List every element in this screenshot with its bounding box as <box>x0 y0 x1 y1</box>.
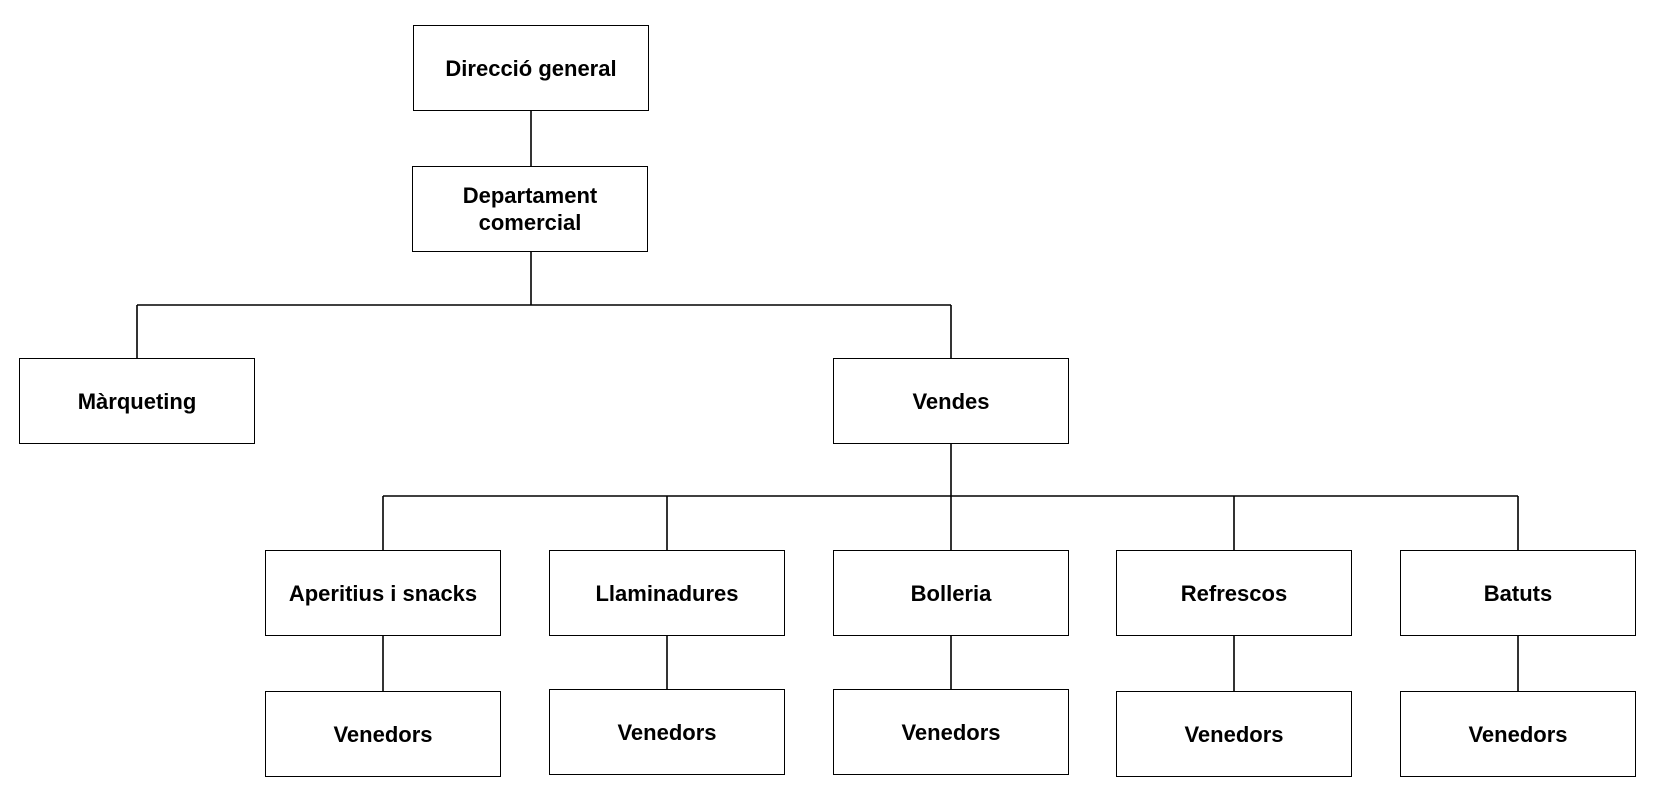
node-direccio-general: Direcció general <box>413 25 649 111</box>
node-venedors-llaminadures: Venedors <box>549 689 785 775</box>
node-venedors-bolleria: Venedors <box>833 689 1069 775</box>
node-venedors-aperitius: Venedors <box>265 691 501 777</box>
node-batuts: Batuts <box>1400 550 1636 636</box>
node-vendes: Vendes <box>833 358 1069 444</box>
node-llaminadures: Llaminadures <box>549 550 785 636</box>
node-aperitius-snacks: Aperitius i snacks <box>265 550 501 636</box>
node-venedors-refrescos: Venedors <box>1116 691 1352 777</box>
node-refrescos: Refrescos <box>1116 550 1352 636</box>
node-bolleria: Bolleria <box>833 550 1069 636</box>
node-marqueting: Màrqueting <box>19 358 255 444</box>
node-departament-comercial: Departament comercial <box>412 166 648 252</box>
node-venedors-batuts: Venedors <box>1400 691 1636 777</box>
